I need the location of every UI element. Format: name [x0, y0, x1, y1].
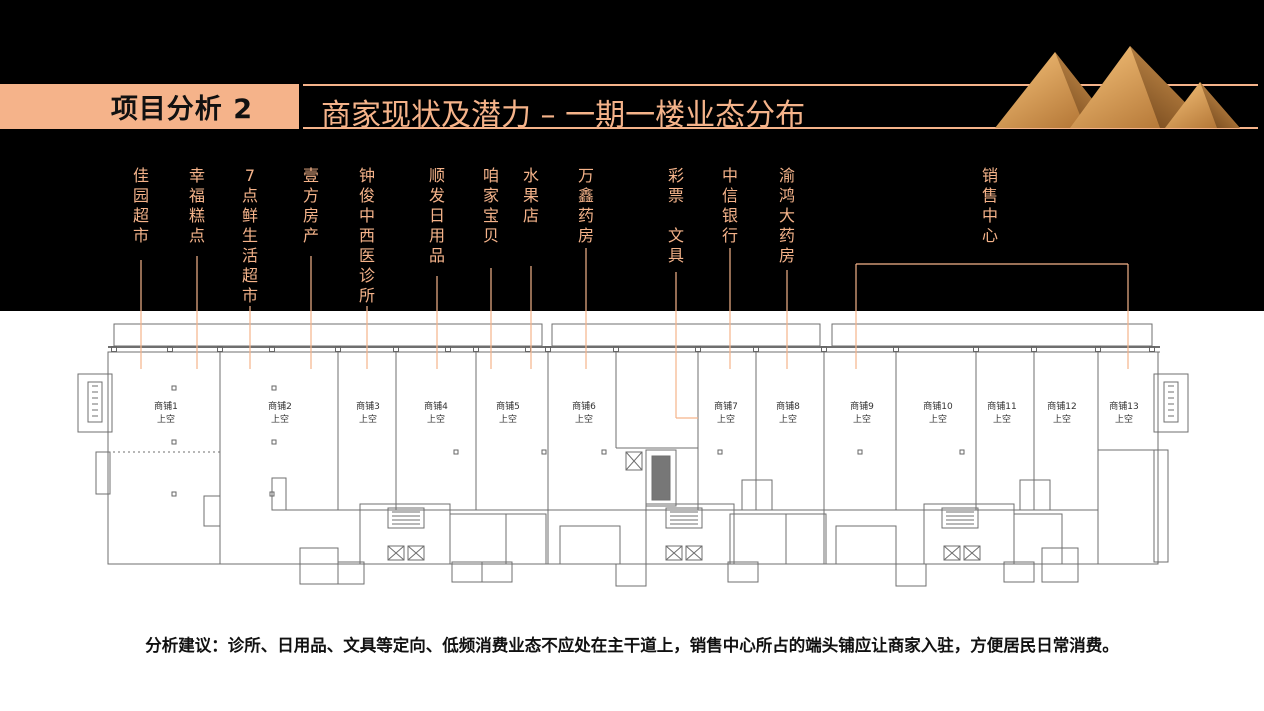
section-label: 项目分析 2	[110, 94, 253, 125]
shop-name: 商铺11	[987, 400, 1016, 412]
shop-status: 上空	[779, 413, 797, 425]
shop-name: 商铺9	[850, 400, 874, 412]
section-label-box: 项目分析 2	[0, 84, 299, 129]
shop-name: 商铺3	[356, 400, 380, 412]
column-marker	[541, 449, 547, 455]
column-markers	[111, 346, 1155, 497]
column-marker	[1149, 346, 1155, 352]
column-marker	[545, 346, 551, 352]
column-marker	[1031, 346, 1037, 352]
shop-name: 商铺12	[1047, 400, 1076, 412]
column-marker	[753, 346, 759, 352]
shop-name: 商铺8	[776, 400, 800, 412]
shop-status: 上空	[427, 413, 445, 425]
column-marker	[857, 449, 863, 455]
shop-status: 上空	[853, 413, 871, 425]
column-marker	[453, 449, 459, 455]
shop-status: 上空	[993, 413, 1011, 425]
header-band	[0, 0, 1264, 311]
column-marker	[473, 346, 479, 352]
column-marker	[171, 491, 177, 497]
shop-name: 商铺10	[923, 400, 953, 412]
pyramid-icon	[995, 46, 1240, 128]
shop-name: 商铺6	[572, 400, 596, 412]
shop-status: 上空	[157, 413, 175, 425]
column-marker	[335, 346, 341, 352]
column-marker	[1095, 346, 1101, 352]
slide-title: 商家现状及潜力 – 一期一楼业态分布	[321, 98, 806, 133]
shop-name: 商铺4	[424, 400, 448, 412]
column-marker	[717, 449, 723, 455]
shop-labels: 商铺1上空商铺2上空商铺3上空商铺4上空商铺5上空商铺6上空商铺7上空商铺8上空…	[154, 400, 1139, 425]
shop-name: 商铺2	[268, 400, 292, 412]
column-marker	[271, 385, 277, 391]
shop-name: 商铺13	[1109, 400, 1138, 412]
column-marker	[217, 346, 223, 352]
column-marker	[973, 346, 979, 352]
column-marker	[959, 449, 965, 455]
shop-status: 上空	[1115, 413, 1133, 425]
shop-status: 上空	[1053, 413, 1071, 425]
column-marker	[171, 439, 177, 445]
column-marker	[393, 346, 399, 352]
column-marker	[613, 346, 619, 352]
column-marker	[171, 385, 177, 391]
shop-status: 上空	[575, 413, 593, 425]
column-marker	[269, 491, 275, 497]
column-marker	[271, 439, 277, 445]
shop-status: 上空	[359, 413, 377, 425]
column-marker	[167, 346, 173, 352]
shop-status: 上空	[499, 413, 517, 425]
column-marker	[893, 346, 899, 352]
leader-lines	[140, 248, 1129, 419]
shop-status: 上空	[929, 413, 947, 425]
column-marker	[111, 346, 117, 352]
column-marker	[821, 346, 827, 352]
shop-name: 商铺1	[154, 400, 178, 412]
shop-status: 上空	[717, 413, 735, 425]
shop-name: 商铺5	[496, 400, 520, 412]
column-marker	[269, 346, 275, 352]
shop-name: 商铺7	[714, 400, 738, 412]
column-marker	[695, 346, 701, 352]
shop-status: 上空	[271, 413, 289, 425]
column-marker	[601, 449, 607, 455]
column-marker	[445, 346, 451, 352]
analysis-note: 分析建议：诊所、日用品、文具等定向、低频消费业态不应处在主干道上，销售中心所占的…	[145, 636, 1119, 655]
plan-walls	[77, 323, 1189, 587]
